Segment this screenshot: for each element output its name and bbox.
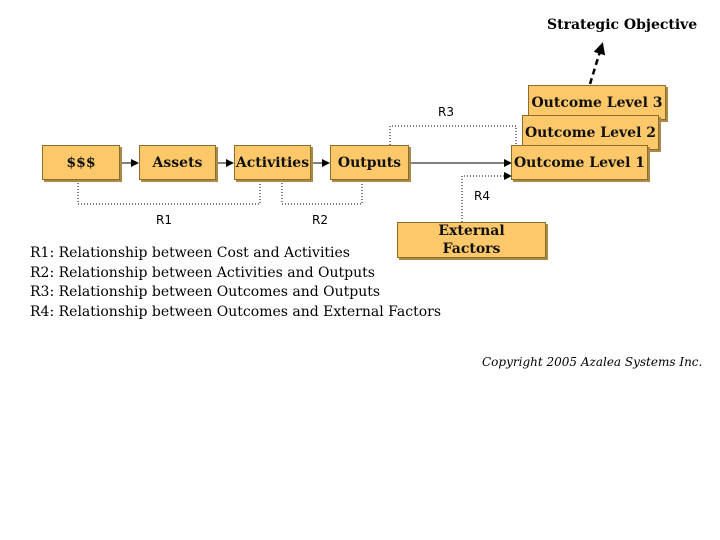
legend-item: R2: Relationship between Activities and … — [30, 264, 375, 281]
arrow-to-strategic-objective — [588, 42, 606, 85]
outputs-label: Outputs — [337, 154, 402, 171]
relationship-legend: R1: Relationship between Cost and Activi… — [30, 244, 441, 322]
activities-box: Activities — [234, 145, 311, 180]
assets-label: Assets — [152, 154, 203, 171]
activities-label: Activities — [235, 154, 310, 171]
cost-box: $$$ — [42, 145, 120, 180]
r3-bracket — [389, 125, 517, 145]
external-factors-box: External Factors — [397, 222, 546, 258]
assets-box: Assets — [139, 145, 216, 180]
external-factors-line-1: External — [438, 223, 505, 239]
outcome-level-1-box: Outcome Level 1 — [511, 145, 648, 180]
copyright-notice: Copyright 2005 Azalea Systems Inc. — [482, 355, 703, 369]
legend-item: R1: Relationship between Cost and Activi… — [30, 245, 350, 261]
r4-connector — [461, 172, 512, 222]
outcome-level-3-box: Outcome Level 3 — [528, 85, 666, 120]
r4-label: R4 — [474, 189, 490, 203]
r2-bracket — [281, 180, 363, 205]
strategic-objective-label: Strategic Objective — [547, 17, 698, 33]
r2-label: R2 — [312, 213, 328, 227]
cost-label: $$$ — [66, 154, 96, 171]
external-factors-line-2: Factors — [442, 241, 501, 257]
outputs-box: Outputs — [330, 145, 409, 180]
outcome-level-2-label: Outcome Level 2 — [524, 124, 657, 141]
r3-label: R3 — [438, 105, 454, 119]
outcome-level-3-label: Outcome Level 3 — [531, 94, 663, 111]
legend-item: R3: Relationship between Outcomes and Ou… — [30, 284, 381, 300]
r1-label: R1 — [156, 213, 172, 227]
r1-bracket — [77, 180, 261, 205]
legend-item: R4: Relationship between Outcomes and Ex… — [30, 303, 442, 320]
outcome-level-1-label: Outcome Level 1 — [513, 154, 646, 171]
